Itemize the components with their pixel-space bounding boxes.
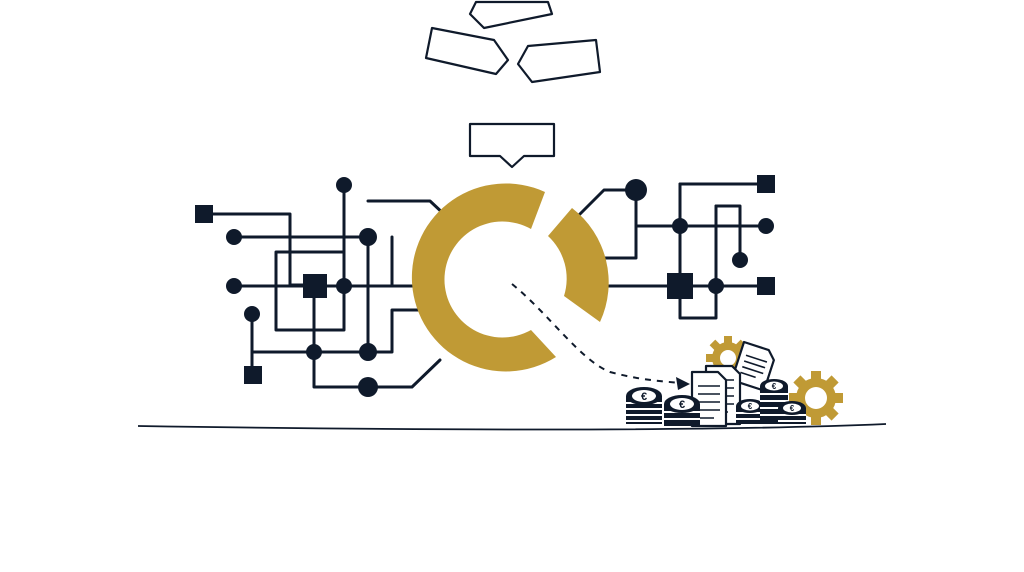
euro-coin-stack: € — [626, 387, 662, 424]
euro-symbol: € — [790, 404, 795, 413]
euro-symbol: € — [641, 391, 647, 403]
circuit-node-square — [757, 277, 775, 295]
circuit-node-dot — [244, 306, 260, 322]
circuit-node-dot — [358, 377, 378, 397]
circuit-node-dot — [732, 252, 748, 268]
circuit-network-left — [195, 177, 448, 397]
dashed-arrow — [511, 283, 690, 390]
circuit-node-square — [757, 175, 775, 193]
euro-symbol: € — [679, 399, 685, 411]
circuit-node-square — [667, 273, 693, 299]
tag-icon-right — [516, 38, 602, 84]
euro-symbol: € — [772, 382, 777, 391]
circuit-node-dot — [336, 177, 352, 193]
circuit-node-square — [195, 205, 213, 223]
ground-line — [137, 423, 887, 431]
circuit-node-dot — [758, 218, 774, 234]
circuit-node-dot — [625, 179, 647, 201]
euro-symbol: € — [748, 402, 753, 411]
circuit-node-square — [303, 274, 327, 298]
circuit-node-dot — [226, 229, 242, 245]
tag-icon-left — [424, 26, 510, 76]
circuit-node-dot — [672, 218, 688, 234]
tag-icon-top — [468, 0, 554, 30]
circuit-node-dot — [306, 344, 322, 360]
circuit-network-right — [576, 175, 775, 320]
circuit-node-dot — [359, 343, 377, 361]
circuit-node-dot — [359, 228, 377, 246]
euro-coin-stack: € — [736, 399, 764, 424]
circuit-node-square — [244, 366, 262, 384]
speech-bubble-icon — [468, 122, 556, 169]
circuit-node-dot — [226, 278, 242, 294]
circuit-node-dot — [708, 278, 724, 294]
euro-coin-stack: € — [778, 401, 806, 424]
gold-ring-icon — [411, 183, 609, 372]
circuit-node-dot — [336, 278, 352, 294]
euro-coin-stack: € — [664, 395, 700, 426]
